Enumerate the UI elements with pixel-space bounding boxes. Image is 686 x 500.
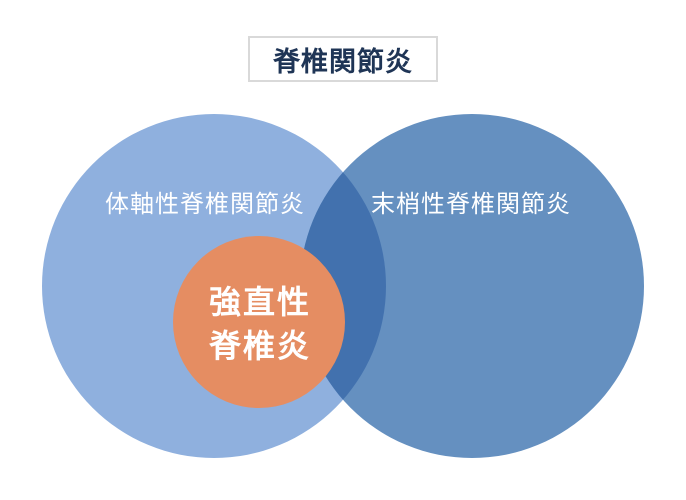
set-right-label: 末梢性脊椎関節炎 bbox=[371, 190, 571, 218]
inner-set-circle bbox=[173, 236, 345, 408]
diagram-title-box: 脊椎関節炎 bbox=[248, 36, 438, 82]
inner-set-label: 強直性 脊椎炎 bbox=[178, 280, 342, 368]
set-left-label: 体軸性脊椎関節炎 bbox=[105, 190, 305, 218]
inner-set-label-line2: 脊椎炎 bbox=[208, 327, 311, 365]
inner-set-label-line1: 強直性 bbox=[208, 283, 311, 321]
diagram-title: 脊椎関節炎 bbox=[273, 46, 413, 78]
set-right-circle bbox=[300, 114, 644, 458]
